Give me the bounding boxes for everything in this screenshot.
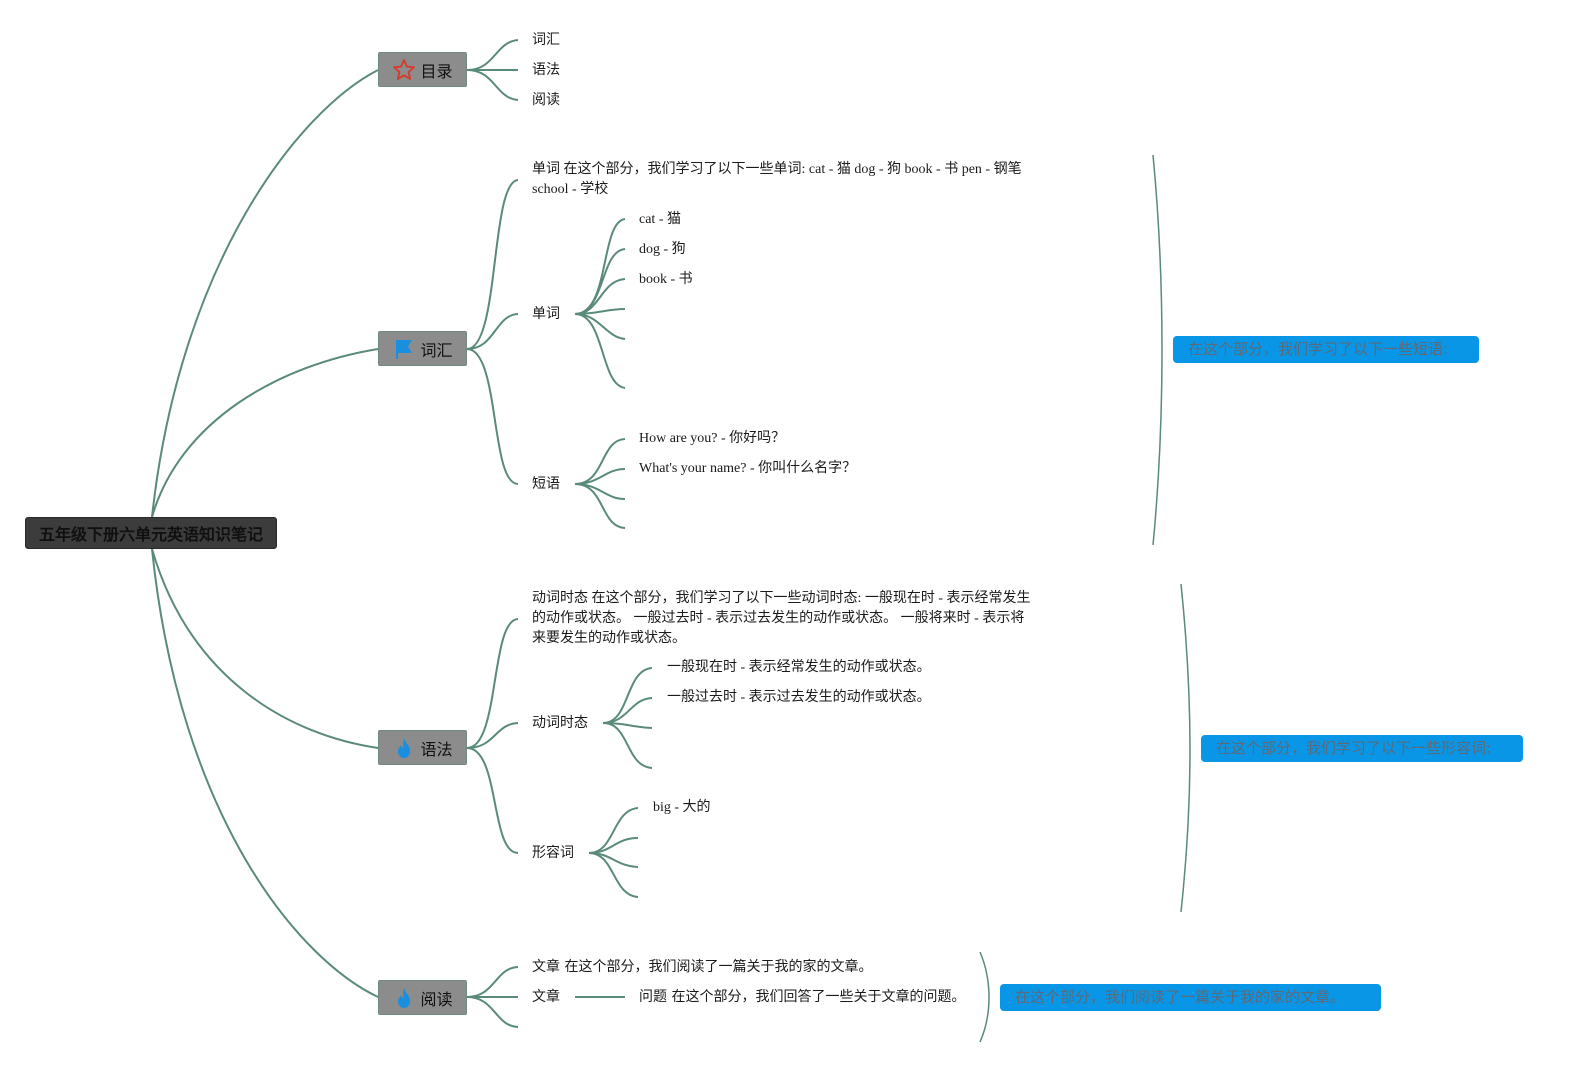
adjective-item[interactable]: big - 大的 (653, 800, 711, 815)
words-label[interactable]: 单词 (532, 306, 560, 322)
fire-icon (392, 986, 416, 1010)
adjective-label[interactable]: 形容词 (532, 845, 574, 861)
root-topic[interactable]: 五年级下册六单元英语知识笔记 (25, 517, 277, 549)
root-title: 五年级下册六单元英语知识笔记 (38, 525, 263, 544)
grammar-summary[interactable]: 在这个部分，我们学习了以下一些形容词: (1201, 735, 1523, 762)
topic-label: 目录 (420, 61, 453, 81)
phrase-item[interactable]: How are you? - 你好吗？ (639, 431, 786, 446)
phrases-label[interactable]: 短语 (532, 476, 560, 492)
topic-label: 语法 (420, 739, 453, 759)
question-item[interactable]: 问题 在这个部分，我们回答了一些关于文章的问题。 (639, 989, 966, 1005)
topic-label: 词汇 (420, 340, 453, 360)
tense-item[interactable]: 一般过去时 - 表示过去发生的动作或状态。 (667, 690, 931, 705)
grammar-note[interactable]: 动词时态 在这个部分，我们学习了以下一些动词时态: 一般现在时 - 表示经常发生… (532, 591, 1031, 646)
contents-item-reading[interactable]: 阅读 (532, 92, 560, 108)
topic-reading[interactable]: 阅读 (378, 980, 467, 1015)
tense-item[interactable]: 一般现在时 - 表示经常发生的动作或状态。 (667, 660, 931, 675)
star-icon (392, 58, 416, 82)
word-item[interactable]: cat - 猫 (639, 212, 681, 227)
vocab-note[interactable]: 单词 在这个部分，我们学习了以下一些单词: cat - 猫 dog - 狗 bo… (532, 162, 1022, 197)
contents-item-vocabulary[interactable]: 词汇 (532, 32, 560, 48)
topic-vocabulary[interactable]: 词汇 (378, 331, 467, 366)
topic-contents[interactable]: 目录 (378, 52, 467, 87)
word-item[interactable]: dog - 狗 (639, 242, 686, 257)
flag-icon (392, 337, 416, 361)
reading-summary[interactable]: 在这个部分，我们阅读了一篇关于我的家的文章。 (1000, 984, 1381, 1011)
article-label[interactable]: 文章 (532, 989, 560, 1005)
word-item[interactable]: book - 书 (639, 272, 693, 287)
contents-item-grammar[interactable]: 语法 (532, 62, 560, 78)
tense-label[interactable]: 动词时态 (532, 715, 588, 731)
topic-grammar[interactable]: 语法 (378, 730, 467, 765)
fire-icon (392, 736, 416, 760)
reading-note[interactable]: 文章 在这个部分，我们阅读了一篇关于我的家的文章。 (532, 959, 873, 975)
topic-label: 阅读 (420, 989, 453, 1009)
vocab-summary[interactable]: 在这个部分，我们学习了以下一些短语: (1173, 336, 1479, 363)
phrase-item[interactable]: What's your name? - 你叫什么名字？ (639, 461, 857, 476)
